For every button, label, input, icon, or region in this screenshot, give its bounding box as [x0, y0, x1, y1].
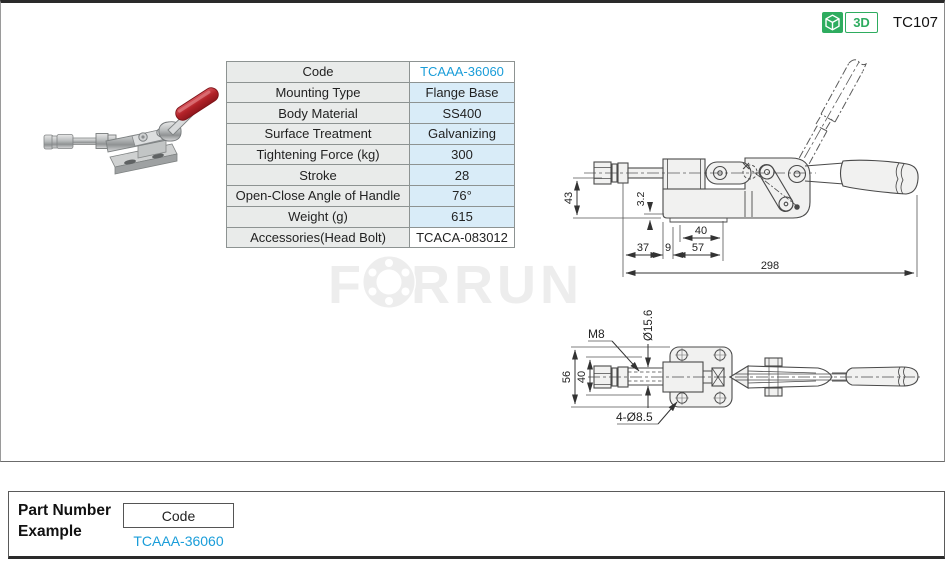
dim-57: 57 — [692, 242, 704, 254]
spec-label: Mounting Type — [226, 81, 410, 104]
spec-value: 300 — [409, 143, 515, 166]
brand-watermark: FORRUN — [328, 252, 628, 321]
dim-298: 298 — [761, 260, 779, 272]
badge-3d-label[interactable]: 3D — [845, 12, 878, 33]
dim-4-dia-8-5: 4-Ø8.5 — [616, 410, 653, 424]
spec-value: Galvanizing — [409, 123, 515, 145]
page-code: TC107 — [893, 14, 939, 31]
phantom-open-handle — [791, 59, 867, 178]
code-value[interactable]: TCAAA-36060 — [133, 533, 224, 549]
dim-3-2: 3.2 — [635, 192, 647, 207]
side-view-dimensions — [573, 177, 918, 277]
spec-label: Body Material — [226, 102, 410, 125]
cube-3d-icon — [822, 12, 843, 33]
spec-value: 76° — [409, 185, 515, 207]
spec-label: Surface Treatment — [226, 123, 410, 145]
spec-value: 28 — [409, 164, 515, 187]
spec-value-code[interactable]: TCAAA-36060 — [409, 61, 515, 83]
product-photo-toggle-clamp — [43, 87, 219, 175]
badge-3d-group[interactable]: 3D — [822, 12, 878, 33]
part-number-label-line1: Part Number — [18, 502, 112, 519]
part-number-example-label: Part Number Example — [18, 501, 128, 543]
spec-label: Weight (g) — [226, 205, 410, 228]
spec-label: Stroke — [226, 164, 410, 187]
dim-40: 40 — [695, 225, 707, 237]
technical-drawing-top-view: M8 Ø15.6 56 40 4-Ø8.5 — [561, 310, 920, 425]
dim-9: 9 — [665, 242, 671, 254]
dim-43: 43 — [563, 192, 575, 204]
dim-37: 37 — [637, 242, 649, 254]
clamp-handle — [167, 87, 219, 136]
clamp-spindle — [43, 133, 117, 150]
spec-label: Tightening Force (kg) — [226, 143, 410, 166]
code-box: Code — [123, 503, 234, 528]
dim-56: 56 — [561, 371, 573, 383]
spec-label: Code — [226, 61, 410, 83]
technical-drawing-side-view: 43 3.2 40 37 9 57 298 — [563, 59, 919, 277]
dim-40-top: 40 — [576, 371, 588, 383]
part-number-label-line2: Example — [18, 522, 82, 540]
dim-dia-15-6: Ø15.6 — [643, 310, 655, 341]
spec-label: Open-Close Angle of Handle — [226, 185, 410, 207]
table-row: Tightening Force (kg)300 — [226, 143, 515, 166]
dim-m8: M8 — [588, 327, 605, 341]
spec-value: TCACA-083012 — [409, 226, 515, 249]
spec-value: SS400 — [409, 102, 515, 125]
table-row: Accessories(Head Bolt)TCACA-083012 — [226, 226, 515, 249]
spec-label: Accessories(Head Bolt) — [226, 226, 410, 249]
clamp-base — [109, 138, 178, 175]
top-view-dimensions — [571, 340, 670, 425]
spec-value: Flange Base — [409, 81, 515, 104]
table-row: Weight (g)615 — [226, 205, 515, 228]
spec-value: 615 — [409, 205, 515, 228]
